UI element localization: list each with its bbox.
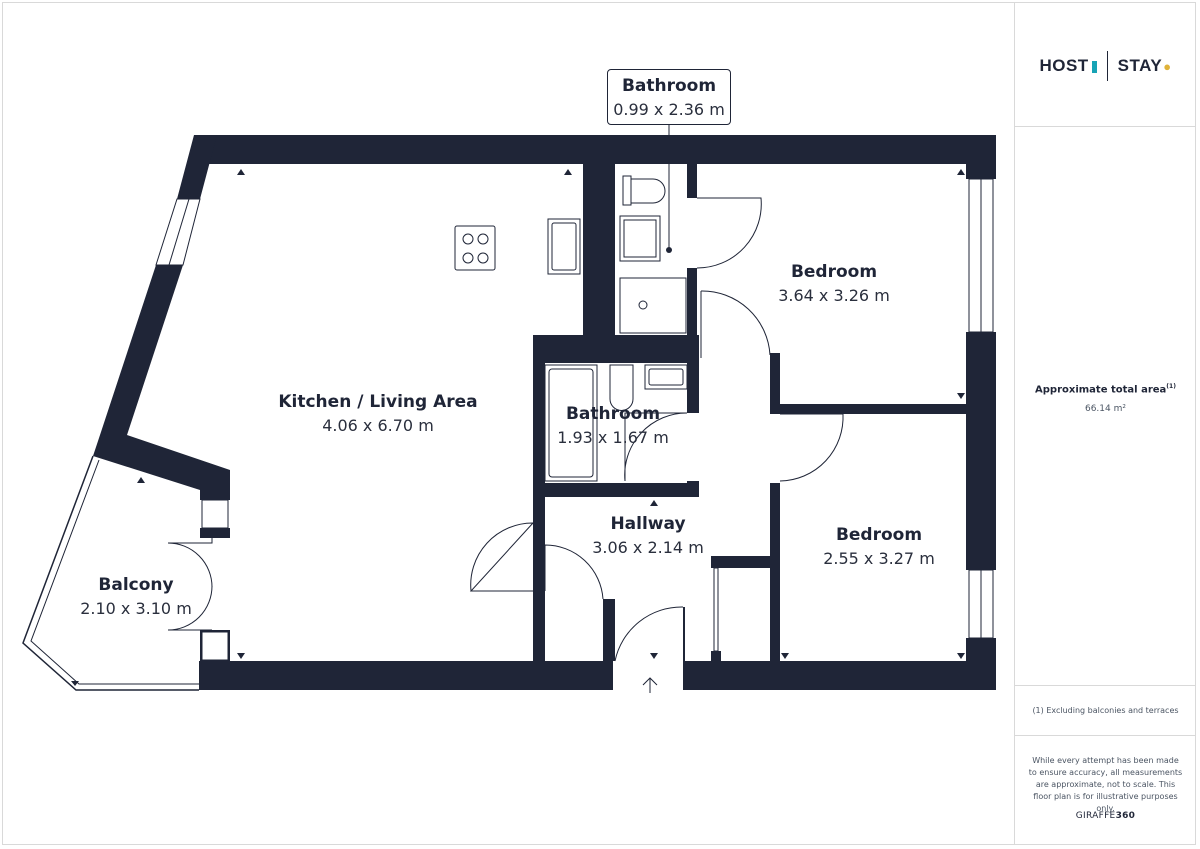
wall-bedroom2-left [770,483,780,661]
wall-hall-store-left [533,591,545,661]
hob-icon [454,225,496,271]
door-bath-mid [624,412,688,482]
footnote-text: (1) Excluding balconies and terraces [1032,706,1179,715]
toilet-mid-icon [609,364,634,411]
wall-bath-right-low [687,481,699,497]
total-area-value: 66.14 m² [1084,404,1126,414]
wall-bath-right [687,363,699,413]
bath-sink-icon [619,215,661,262]
area-section: Approximate total area(1) 66.14 m² [1015,127,1196,686]
wall-balcony-divider [93,435,230,500]
location-pin-icon: ● [1163,59,1172,74]
footnote-section: (1) Excluding balconies and terraces [1015,686,1196,736]
wall-kitchen-hall [533,335,545,661]
wall-left-lower [100,265,183,435]
wall-bedroom1-left [770,353,780,413]
entrance-arrow-icon [642,677,658,693]
wall-kitchen-bath [583,135,615,335]
hoststay-logo: HOST STAY● [1015,51,1196,81]
wall-hall-store-right [603,599,615,661]
door-balcony-top [167,538,213,588]
toilet-icon [622,175,666,206]
door-balcony-bottom [167,585,213,631]
wall-bedrooms-divider [770,404,966,414]
wall-small-bath-right-low [687,268,697,338]
door-bedroom2 [779,413,844,482]
giraffe360-brand: GIRAFFE360 [1075,811,1136,821]
logo-host: HOST [1039,56,1097,76]
sink-icon [547,218,581,275]
door-entrance [614,606,684,662]
info-sidebar: HOST STAY● Approximate total area(1) 66.… [1014,3,1196,844]
logo-stay: STAY● [1117,56,1172,75]
wall-bath-top [533,335,699,363]
disclaimer-text: While every attempt has been made to ens… [1028,756,1183,813]
balcony-outline [22,455,199,691]
wall-small-bath-right [687,164,697,198]
wall-balcony-post [200,528,230,538]
door-bedroom1 [700,290,771,358]
floor-plan [22,125,996,693]
wall-bottom-right [683,661,996,690]
door-bath-top [696,197,762,269]
wall-bottom-left [199,661,613,690]
bath-icon [544,364,598,482]
callout-bathroom-top: Bathroom 0.99 x 2.36 m [607,69,731,125]
closet-door [713,567,719,652]
wall-right-top [966,135,996,179]
door-kitchen [469,522,534,592]
wall-right-mid [966,332,996,570]
wall-entrance-right [683,607,685,661]
wall-balcony-post-top [200,490,230,500]
wall-bath-bottom [533,483,699,497]
logo-tag-icon [1091,60,1097,73]
door-store [544,544,604,600]
logo-section: HOST STAY● [1015,3,1196,127]
room-dims: 0.99 x 2.36 m [613,100,725,119]
window-left [155,198,201,266]
total-area-label: Approximate total area(1) [1035,383,1176,396]
mid-sink-icon [644,364,688,390]
room-name: Bathroom [621,76,717,96]
wall-left-upper [177,135,217,199]
wall-closet-top [711,556,780,568]
wall-closet-post [711,651,721,661]
shower-tray-icon [619,277,687,334]
